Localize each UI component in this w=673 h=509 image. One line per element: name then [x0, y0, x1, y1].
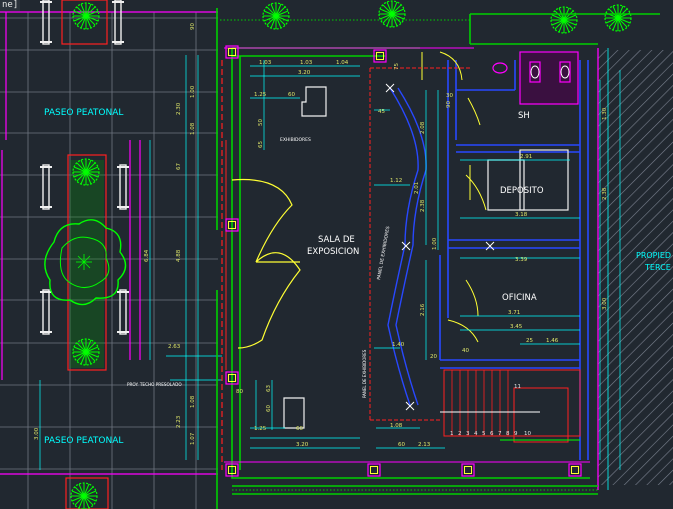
svg-text:25: 25	[526, 338, 533, 344]
svg-text:3: 3	[466, 431, 470, 437]
svg-text:60: 60	[398, 442, 405, 448]
svg-text:1.03: 1.03	[300, 60, 313, 66]
svg-text:30: 30	[446, 93, 453, 99]
svg-text:2.13: 2.13	[418, 442, 431, 448]
label-sala-line1: SALA DE	[318, 235, 355, 245]
svg-text:60: 60	[288, 92, 295, 98]
svg-text:6: 6	[490, 431, 494, 437]
planting-dots	[220, 19, 598, 491]
svg-text:3.18: 3.18	[515, 212, 528, 218]
svg-text:50: 50	[258, 119, 264, 126]
svg-text:1.30: 1.30	[602, 107, 608, 120]
ceiling-projection	[369, 67, 470, 421]
svg-text:10: 10	[524, 431, 531, 437]
svg-text:2.38: 2.38	[420, 199, 426, 212]
label-paseo-bottom: PASEO PEATONAL	[44, 436, 123, 446]
svg-text:3.20: 3.20	[296, 442, 309, 448]
svg-text:7: 7	[498, 431, 502, 437]
left-dimension-lines	[39, 55, 222, 470]
label-panel-exhibidores: PANEL DE EXHIBIDORES	[376, 226, 391, 281]
svg-text:1.25: 1.25	[254, 92, 267, 98]
svg-text:90: 90	[190, 23, 196, 30]
svg-text:3.00: 3.00	[34, 427, 40, 440]
planters	[61, 0, 109, 509]
interior-dimensions: 1.03 1.03 1.04 3.20 1.25 60 50 65 1.25 6…	[236, 60, 608, 448]
svg-text:1.04: 1.04	[336, 60, 349, 66]
svg-text:1.12: 1.12	[390, 178, 402, 184]
label-oficina: OFICINA	[502, 293, 537, 303]
svg-text:80: 80	[236, 389, 243, 395]
svg-text:3.71: 3.71	[508, 310, 520, 316]
svg-text:1.08: 1.08	[390, 423, 403, 429]
door-swings	[421, 51, 487, 343]
label-propiedad: PROPIED	[636, 251, 671, 260]
svg-text:3.45: 3.45	[510, 324, 523, 330]
svg-text:2.30: 2.30	[176, 102, 182, 115]
svg-text:60: 60	[266, 405, 272, 412]
svg-text:3.20: 3.20	[298, 70, 311, 76]
tab-title-fragment[interactable]: ne]	[0, 0, 21, 11]
label-terceros: TERCE	[644, 263, 671, 272]
svg-text:40: 40	[462, 348, 469, 354]
facade-lines	[221, 47, 590, 470]
svg-text:5: 5	[482, 431, 486, 437]
svg-text:8: 8	[506, 431, 510, 437]
svg-text:2.08: 2.08	[420, 121, 426, 134]
svg-text:2.16: 2.16	[420, 303, 426, 316]
svg-text:1.40: 1.40	[392, 342, 405, 348]
label-sala-line2: EXPOSICION	[307, 247, 359, 257]
svg-text:2.01: 2.01	[414, 182, 420, 194]
svg-text:67: 67	[176, 163, 182, 170]
label-panel-exhibidores-2: PANEL DE EXHIBIDORES	[362, 349, 367, 398]
svg-text:1.00: 1.00	[432, 237, 438, 250]
left-dimensions: 2.30 1.00 1.08 4.88 6.84 67 90 2.63 2.23…	[34, 23, 196, 445]
label-proy-techo: PROY. TECHO PRESOLADO	[127, 382, 182, 387]
label-exhibidores: EXHIBIDORES	[280, 137, 311, 143]
svg-text:60: 60	[296, 426, 303, 432]
toilet-fixtures	[492, 51, 579, 105]
planter-fill	[70, 160, 104, 368]
svg-text:90: 90	[446, 101, 452, 108]
interior-dimension-lines	[250, 60, 621, 470]
wall-markers	[385, 83, 495, 411]
room-labels: SALA DE EXPOSICION SH DEPOSITO OFICINA P…	[307, 111, 671, 303]
svg-text:6.84: 6.84	[144, 249, 150, 262]
svg-text:65: 65	[258, 141, 264, 148]
sidewalk-edges	[0, 11, 218, 475]
staircase	[440, 369, 581, 443]
svg-text:1.07: 1.07	[190, 432, 196, 445]
svg-text:11: 11	[514, 384, 521, 390]
neighbor-property-hatch	[598, 50, 673, 485]
site-grid	[0, 12, 218, 509]
svg-text:3.00: 3.00	[602, 297, 608, 310]
svg-text:4.88: 4.88	[176, 249, 182, 262]
label-deposito: DEPOSITO	[500, 186, 544, 196]
svg-text:1.03: 1.03	[259, 60, 272, 66]
svg-text:9: 9	[514, 431, 518, 437]
svg-text:63: 63	[266, 385, 272, 392]
folding-doors	[231, 178, 301, 349]
svg-text:1.25: 1.25	[254, 426, 267, 432]
stair-step-numbers: 1 2 3 4 5 6 7 8 9 10 11	[450, 384, 531, 437]
svg-text:3.39: 3.39	[515, 257, 528, 263]
svg-text:4: 4	[474, 431, 478, 437]
svg-text:1: 1	[450, 431, 454, 437]
svg-text:1.08: 1.08	[190, 395, 196, 408]
label-sh: SH	[518, 111, 530, 121]
svg-text:2.38: 2.38	[602, 187, 608, 200]
svg-text:20: 20	[430, 354, 437, 360]
svg-text:1.00: 1.00	[190, 85, 196, 98]
svg-text:2.23: 2.23	[176, 415, 182, 428]
svg-text:2: 2	[458, 431, 462, 437]
svg-text:1.08: 1.08	[190, 122, 196, 135]
label-paseo-top: PASEO PEATONAL	[44, 108, 123, 118]
svg-text:2.91: 2.91	[520, 154, 532, 160]
svg-text:75: 75	[394, 63, 400, 70]
svg-text:1.46: 1.46	[546, 338, 559, 344]
exterior-walls	[216, 8, 660, 509]
svg-text:45: 45	[378, 109, 385, 115]
svg-text:2.63: 2.63	[168, 344, 181, 350]
